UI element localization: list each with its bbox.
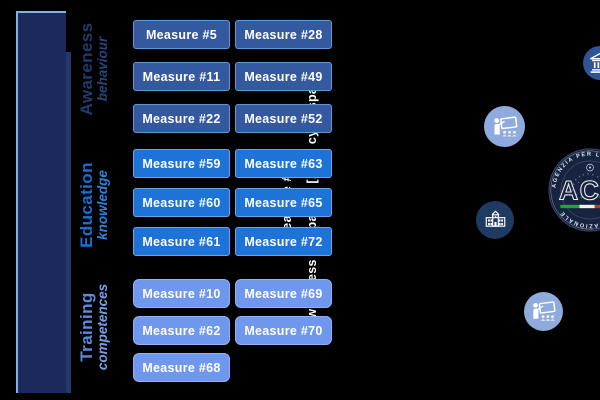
- group-label-training: Training competences: [70, 266, 118, 388]
- education-measures-grid: Measure #59 Measure #63 Measure #60 Meas…: [133, 149, 332, 256]
- measure-button[interactable]: Measure #22: [133, 104, 230, 133]
- measure-button[interactable]: Measure #68: [133, 353, 230, 382]
- group-sub-knowledge: knowledge: [94, 170, 110, 240]
- measure-button[interactable]: Measure #61: [133, 227, 230, 256]
- teacher-presentation-icon: [529, 297, 558, 326]
- acn-acronym: ACN: [559, 176, 600, 206]
- group-word-training: Training: [76, 292, 96, 362]
- measure-button[interactable]: Measure #72: [235, 227, 332, 256]
- measure-button[interactable]: Measure #49: [235, 62, 332, 91]
- measure-button[interactable]: Measure #11: [133, 62, 230, 91]
- measure-button[interactable]: Measure #52: [235, 104, 332, 133]
- bank-icon: [587, 50, 600, 76]
- acn-emblem-icon: AGENZIA PER LA CYBERSICUREZZA NAZIONALE …: [547, 147, 600, 233]
- measure-button[interactable]: Measure #59: [133, 149, 230, 178]
- measure-button[interactable]: Measure #5: [133, 20, 230, 49]
- institution-circle: [583, 46, 600, 80]
- group-label-awareness: Awareness behaviour: [70, 8, 118, 130]
- measure-71-ribbon: [16, 11, 66, 393]
- group-word-education: Education: [76, 162, 96, 248]
- teacher-circle-training: [524, 292, 563, 331]
- teacher-presentation-icon: [490, 112, 520, 142]
- group-sub-behaviour: behaviour: [94, 36, 110, 102]
- measure-button[interactable]: Measure #28: [235, 20, 332, 49]
- group-label-education: Education knowledge: [70, 144, 118, 266]
- measure-button[interactable]: Measure #70: [235, 316, 332, 345]
- training-measures-grid: Measure #10 Measure #69 Measure #62 Meas…: [133, 279, 332, 382]
- group-word-awareness: Awareness: [76, 22, 96, 116]
- measure-button[interactable]: Measure #65: [235, 188, 332, 217]
- school-circle: [476, 201, 514, 239]
- measure-button[interactable]: Measure #60: [133, 188, 230, 217]
- measure-button[interactable]: Measure #10: [133, 279, 230, 308]
- measure-button[interactable]: Measure #63: [235, 149, 332, 178]
- measure-button[interactable]: Measure #69: [235, 279, 332, 308]
- school-icon: [482, 207, 509, 234]
- awareness-measures-grid: Measure #5 Measure #28 Measure #11 Measu…: [133, 20, 332, 133]
- teacher-circle-behaviour: [484, 106, 525, 147]
- ribbon-step-shade: [66, 52, 71, 393]
- group-sub-competences: competences: [94, 283, 110, 371]
- measure-button[interactable]: Measure #62: [133, 316, 230, 345]
